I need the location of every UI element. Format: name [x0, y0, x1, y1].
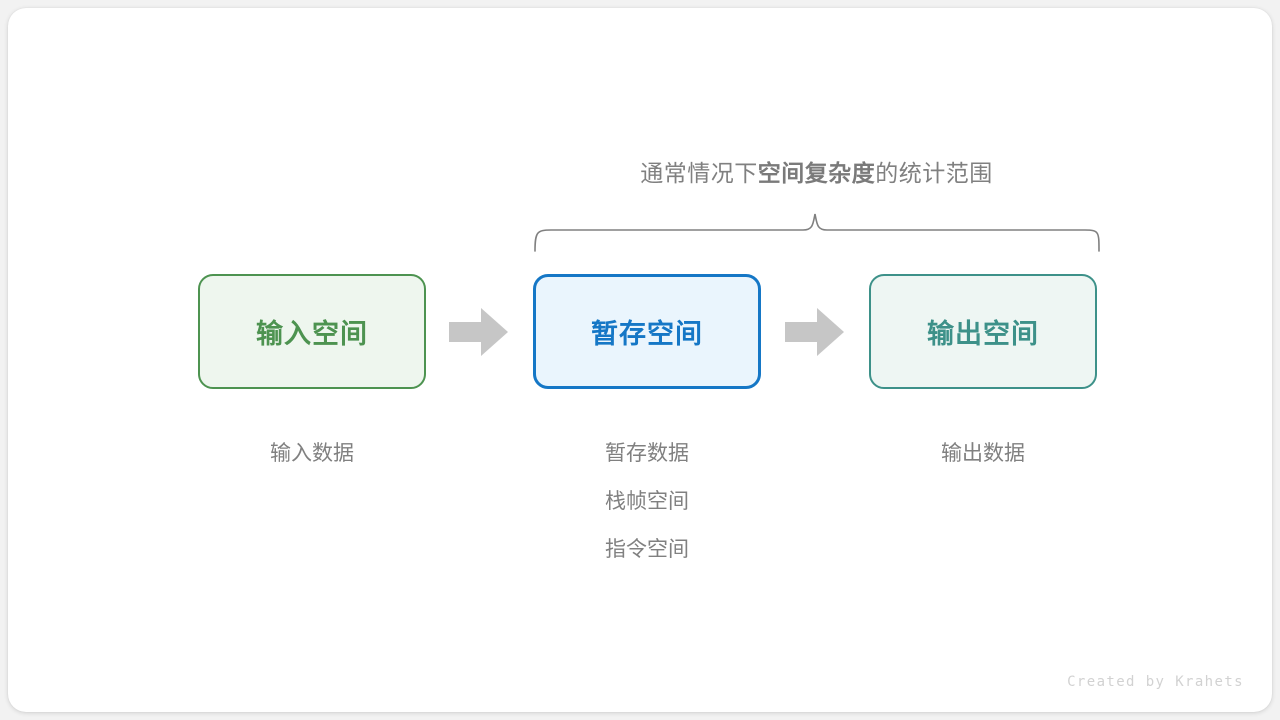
caption-column-output: 输出数据 — [869, 430, 1097, 478]
brace-caption-strong: 空间复杂度 — [757, 160, 876, 186]
node-box-temp[interactable]: 暂存空间 — [533, 274, 761, 389]
diagram-card: 通常情况下空间复杂度的统计范围 输入空间 暂存空间 输出空间 输入数据 暂存数据… — [8, 8, 1272, 712]
caption-item: 暂存数据 — [605, 442, 689, 465]
caption-item: 输出数据 — [941, 442, 1025, 465]
arrow-right-icon-temp-to-output — [785, 308, 844, 356]
caption-item: 指令空间 — [605, 538, 689, 561]
node-box-input[interactable]: 输入空间 — [198, 274, 426, 389]
node-box-output-label: 输出空间 — [927, 319, 1039, 349]
caption-column-temp: 暂存数据 栈帧空间 指令空间 — [533, 430, 761, 574]
curly-brace-icon — [534, 213, 1100, 252]
brace-caption-prefix: 通常情况下 — [640, 160, 758, 186]
brace-caption: 通常情况下空间复杂度的统计范围 — [535, 154, 1098, 188]
brace-caption-suffix: 的统计范围 — [875, 160, 993, 186]
node-box-input-label: 输入空间 — [256, 319, 368, 349]
watermark: Created by Krahets — [1067, 674, 1244, 690]
caption-column-input: 输入数据 — [198, 430, 426, 478]
caption-item: 栈帧空间 — [605, 490, 689, 513]
caption-item: 输入数据 — [270, 442, 354, 465]
node-box-output[interactable]: 输出空间 — [869, 274, 1097, 389]
arrow-right-icon-input-to-temp — [449, 308, 508, 356]
node-box-temp-label: 暂存空间 — [591, 319, 703, 349]
